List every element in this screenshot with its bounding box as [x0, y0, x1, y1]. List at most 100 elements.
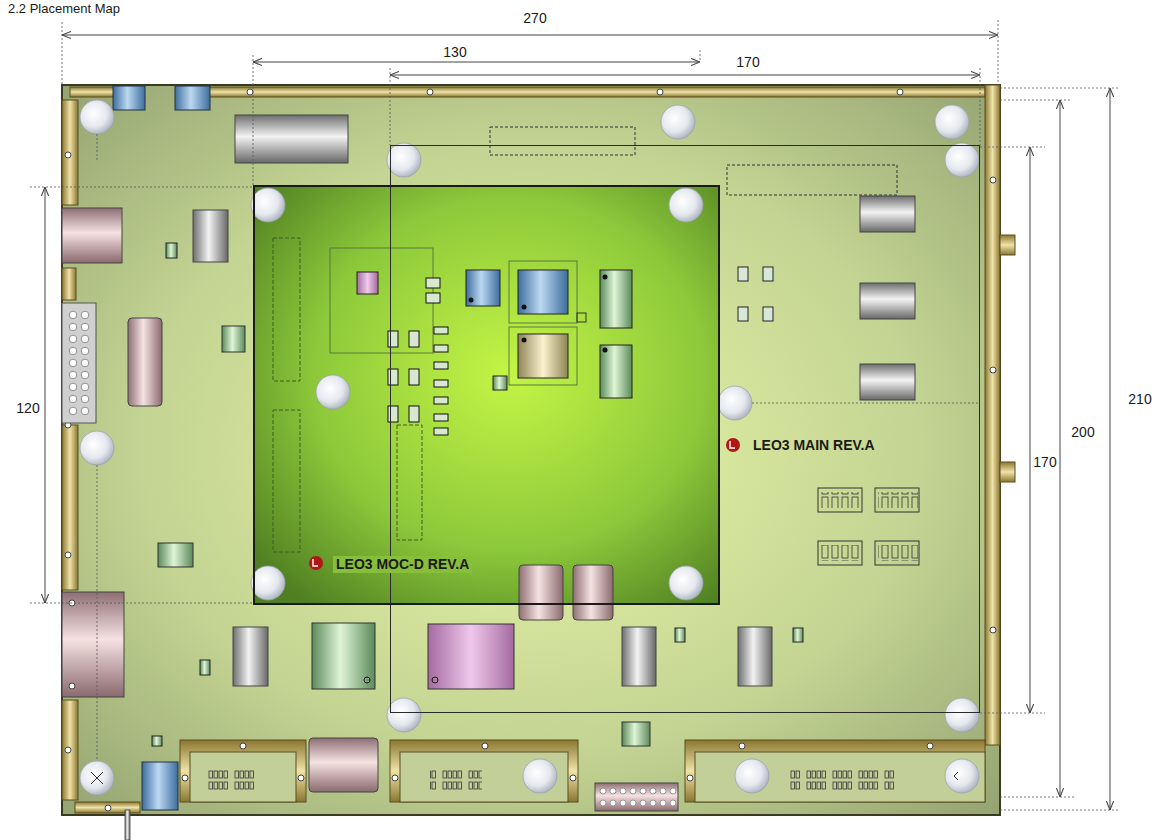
enclosure-base [62, 85, 1000, 815]
passive-part [409, 331, 419, 347]
enclosure-wall [62, 700, 78, 800]
screw [240, 743, 246, 749]
standoff [316, 375, 350, 409]
screw [657, 89, 663, 95]
connector-housing [685, 740, 985, 802]
leader-line [97, 465, 98, 761]
cylinder-part [193, 210, 228, 262]
dip-switch-levers [878, 492, 918, 508]
dimension-lines [45, 35, 1110, 810]
connector-housing [180, 740, 306, 802]
connector-pins [430, 768, 482, 790]
cylinder-part [519, 565, 563, 620]
standoff [735, 759, 769, 793]
passive-part [434, 362, 448, 369]
pin1-dot [522, 305, 527, 310]
extension-line [253, 55, 254, 185]
component-outline [509, 261, 577, 323]
dimension-value: 200 [1070, 424, 1095, 440]
dimension-value: 270 [522, 10, 547, 26]
dip-switches [818, 488, 919, 565]
side-connector [1000, 235, 1015, 255]
housing-screws [182, 743, 933, 781]
standoffs [80, 100, 979, 795]
page-title: 2.2 Placement Map [8, 1, 120, 16]
cylinder-part [622, 627, 656, 686]
component-outline [330, 248, 433, 353]
sub-d-pins [67, 309, 91, 417]
small-part [763, 267, 773, 281]
arrow-mark [954, 772, 958, 780]
screw [927, 743, 933, 749]
round-connector [62, 208, 122, 263]
small-part [222, 326, 245, 352]
grid-connector-pins [598, 785, 676, 809]
dip-switch [818, 541, 862, 565]
connector-outline [273, 238, 300, 381]
dimension-line [45, 187, 46, 603]
standoff [669, 566, 703, 600]
small-part [622, 722, 650, 746]
standoff [945, 698, 979, 732]
pin1-dot [603, 275, 608, 280]
logo-mark [726, 438, 740, 452]
extension-lines [30, 20, 1120, 810]
dimension-value: 120 [15, 400, 40, 416]
dip-switch [875, 488, 919, 512]
cable [125, 810, 130, 840]
extension-line [1000, 797, 1075, 798]
passive-part [434, 397, 448, 404]
passive-column [388, 327, 448, 435]
enclosure-wall [62, 100, 78, 205]
passive-part [434, 428, 448, 435]
extension-line [980, 147, 1045, 148]
extension-line [30, 187, 253, 188]
connector-outline [273, 410, 300, 552]
small-part [763, 307, 773, 321]
standoff [523, 759, 557, 793]
cylinder-part [309, 738, 378, 792]
small-part [577, 313, 586, 322]
dimension-line [390, 75, 980, 76]
board-label: LEO3 MAIN REV.A [750, 437, 878, 454]
dimension-value: 170 [735, 54, 760, 70]
screw [65, 552, 71, 558]
chip [466, 270, 500, 306]
screw [247, 89, 253, 95]
small-part [493, 376, 507, 390]
dimension-value: 170 [1032, 454, 1057, 470]
dimension-line [1110, 88, 1111, 810]
extension-line [700, 50, 701, 62]
small-part [200, 660, 210, 675]
small-part [166, 243, 177, 258]
enclosure-wall [185, 87, 985, 97]
cylinder-part [128, 318, 162, 406]
standoff [251, 566, 285, 600]
enclosure-wall [985, 85, 1000, 745]
connector-body [400, 752, 568, 802]
chip [600, 345, 632, 398]
screw [65, 152, 71, 158]
connector-pins [790, 768, 894, 790]
screw [990, 627, 996, 633]
connector-outline [397, 425, 422, 540]
standoff [80, 431, 114, 465]
screw [990, 177, 996, 183]
standoff [387, 143, 421, 177]
chip [518, 334, 568, 378]
bottom-connectors [180, 740, 985, 802]
leader-line [752, 403, 980, 404]
cylinder-part [233, 627, 268, 686]
cylinder-part [860, 283, 915, 319]
enclosure-wall [62, 425, 78, 590]
moc-d-board: LEO3 MOC-D REV.A [253, 185, 720, 605]
chip [426, 293, 440, 303]
screw [482, 743, 488, 749]
connector-body [695, 752, 985, 802]
connector-outline [490, 127, 635, 155]
chip [357, 272, 378, 294]
screw [570, 775, 576, 781]
passive-part [434, 327, 448, 334]
small-part [158, 543, 193, 567]
